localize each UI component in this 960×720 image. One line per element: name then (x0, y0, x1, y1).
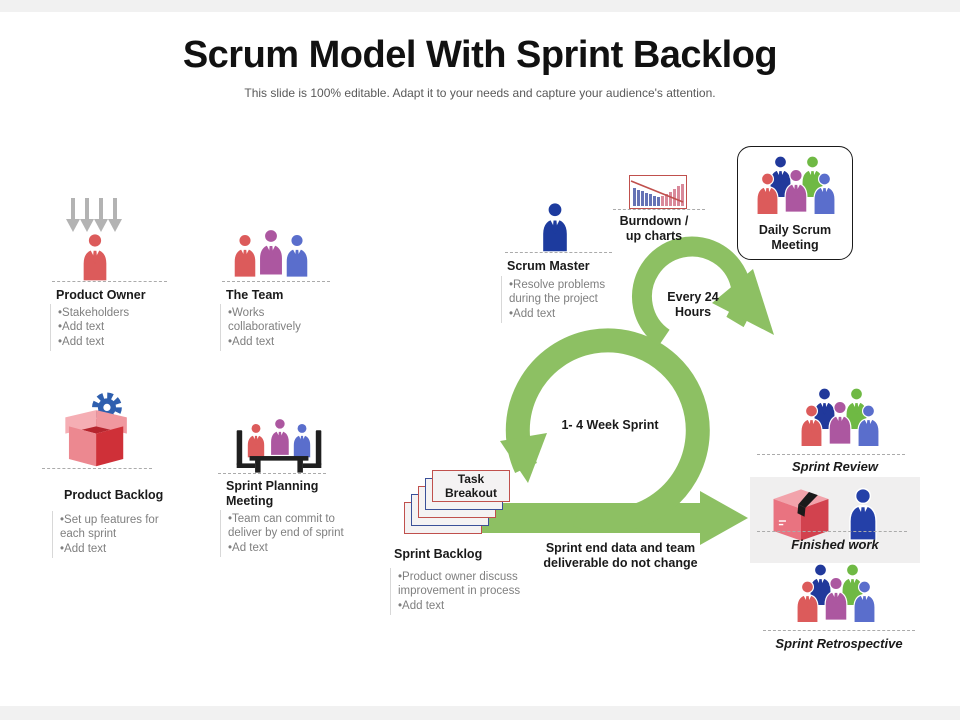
the-team-bullets: Works collaboratively Add text (220, 304, 333, 352)
product-owner-bullets: Stakeholders Add text Add text (50, 304, 170, 352)
sprint-planning-bullets: Team can commit to deliver by end of spr… (220, 510, 346, 558)
product-backlog-bullets: Set up features for each sprint Add text (52, 511, 172, 559)
bullet-item: Team can commit to deliver by end of spr… (228, 512, 346, 541)
sprint-review-label: Sprint Review (792, 459, 878, 474)
bullet-item: Add text (509, 307, 621, 321)
sprint-planning-heading: Sprint Planning Meeting (226, 479, 319, 508)
daily-scrum-group-icon (753, 155, 839, 221)
divider-dashed (222, 281, 330, 282)
open-box-gear-icon (65, 392, 127, 467)
divider-dashed (52, 281, 167, 282)
team-icon (230, 226, 312, 280)
page-subtitle: This slide is 100% editable. Adapt it to… (244, 86, 716, 100)
meeting-table-icon (236, 418, 322, 473)
bottom-frame-bar (0, 706, 960, 720)
scrum-master-person-icon (537, 202, 573, 252)
package-icon (773, 489, 829, 541)
burndown-chart-icon (629, 175, 687, 209)
bullet-item: Add text (228, 335, 333, 349)
bullet-item: Add text (58, 320, 170, 334)
page-title: Scrum Model With Sprint Backlog (182, 34, 778, 76)
divider-dashed (42, 468, 152, 469)
task-breakout-label: Task Breakout (444, 472, 497, 500)
sprint-backlog-heading: Sprint Backlog (394, 547, 483, 561)
finished-work-person-icon (845, 486, 881, 542)
divider-dashed (505, 252, 612, 253)
scrum-master-bullets: Resolve problems during the project Add … (501, 276, 621, 324)
top-frame-bar (0, 0, 960, 12)
product-owner-heading: Product Owner (56, 288, 146, 302)
divider-dashed (757, 454, 905, 455)
every-24-hours-label: Every 24 Hours (667, 290, 719, 319)
bullet-item: Set up features for each sprint (60, 513, 172, 542)
the-team-heading: The Team (226, 288, 284, 302)
divider-dashed (757, 531, 907, 532)
bullet-item: Product owner discuss improvement in pro… (398, 570, 528, 599)
scrum-master-heading: Scrum Master (507, 259, 590, 273)
bullet-item: Stakeholders (58, 306, 170, 320)
burndown-label: Burndown / up charts (619, 214, 689, 243)
bullet-item: Add text (398, 599, 528, 613)
bullet-item: Works collaboratively (228, 306, 333, 335)
bullet-item: Add text (58, 335, 170, 349)
daily-scrum-label: Daily Scrum Meeting (758, 223, 832, 252)
sprint-review-group-icon (797, 387, 883, 453)
week-sprint-label: 1- 4 Week Sprint (561, 418, 659, 432)
divider-dashed (613, 209, 705, 210)
bullet-item: Resolve problems during the project (509, 278, 621, 307)
product-backlog-heading: Product Backlog (64, 488, 164, 502)
sprint-end-note: Sprint end data and team deliverable do … (543, 541, 698, 570)
divider-dashed (763, 630, 915, 631)
bullet-item: Add text (60, 542, 172, 556)
sprint-retrospective-group-icon (793, 563, 879, 629)
finished-work-label: Finished work (791, 537, 879, 552)
divider-dashed (218, 473, 326, 474)
sprint-backlog-bullets: Product owner discuss improvement in pro… (390, 568, 528, 616)
bullet-item: Ad text (228, 541, 346, 555)
stacked-card (432, 470, 510, 502)
sprint-retrospective-label: Sprint Retrospective (775, 636, 903, 651)
down-arrows-icon (66, 198, 122, 232)
product-owner-person-icon (78, 233, 112, 281)
